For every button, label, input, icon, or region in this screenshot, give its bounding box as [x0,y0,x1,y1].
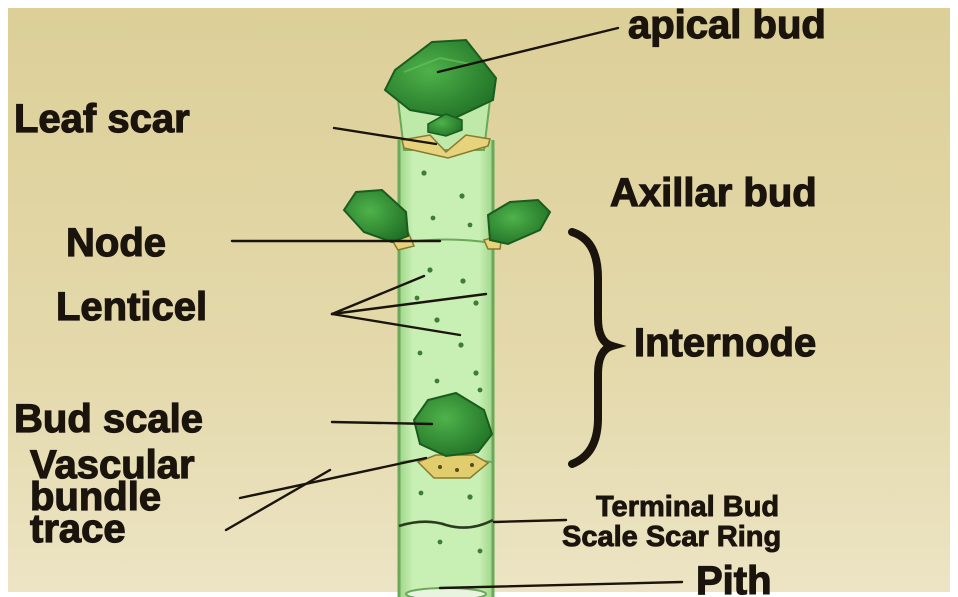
label-lenticel: Lenticel [56,285,207,329]
label-axillar-bud: Axillar bud [610,171,817,215]
label-scar-ring-line-2: Scale Scar Ring [562,521,781,553]
label-internode: Internode [634,321,816,365]
label-node: Node [66,221,166,265]
label-leaf-scar: Leaf scar [14,97,190,141]
label-apical-bud: apical bud [628,3,826,47]
label-pith: Pith [696,559,772,597]
label-vascular-line-3: trace [30,507,126,551]
pith [406,588,486,597]
label-bud-scale: Bud scale [14,397,203,441]
label-scar-ring-line-1: Terminal Bud [596,491,779,523]
